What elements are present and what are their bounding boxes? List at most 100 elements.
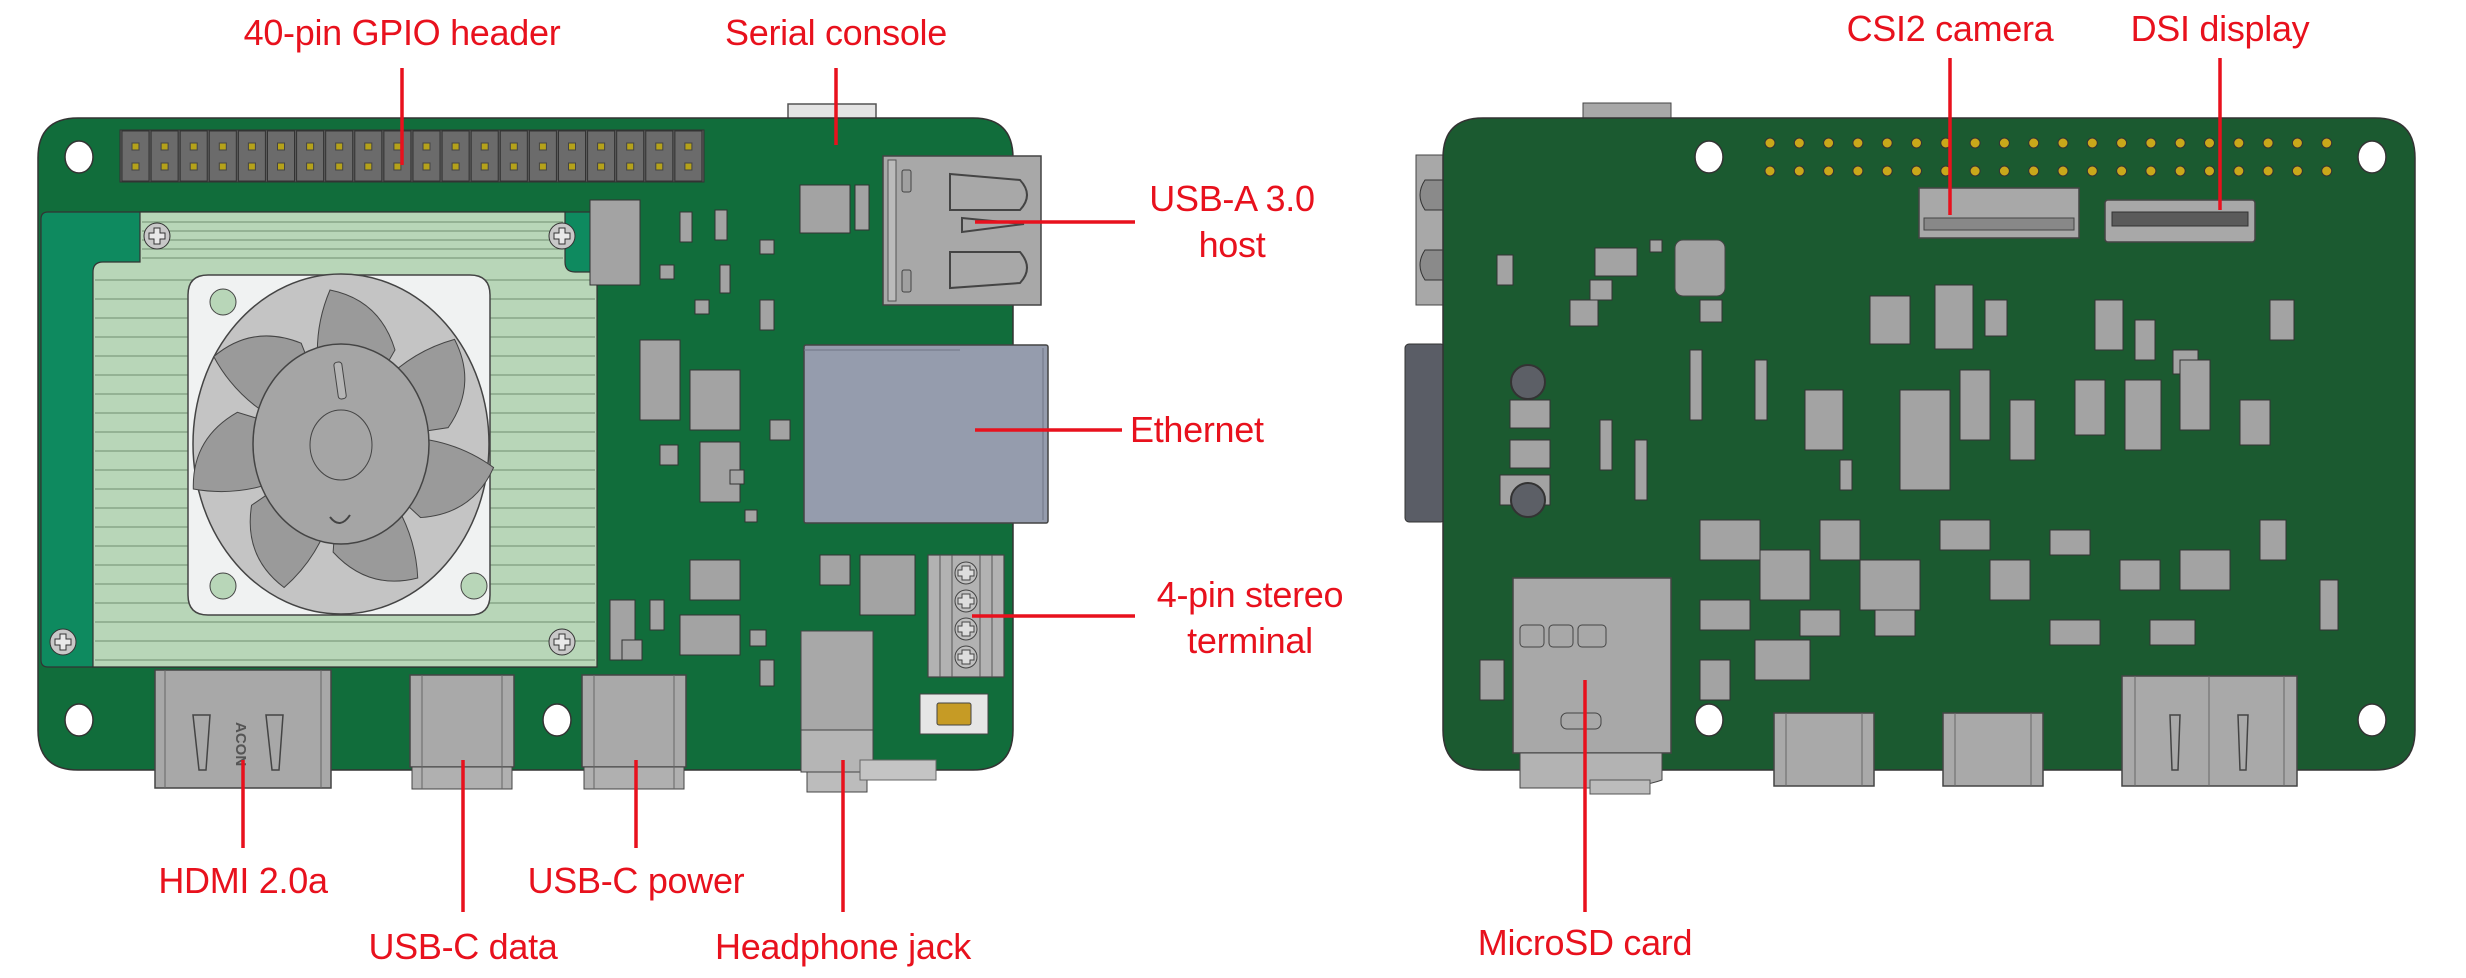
- smd-part: [649, 599, 665, 631]
- gpio-pad: [2145, 137, 2157, 149]
- smd-part: [1819, 519, 1861, 561]
- gpio-pin-block: [441, 130, 470, 182]
- smd-part: [749, 629, 767, 647]
- gpio-pad: [2233, 165, 2245, 177]
- gpio-pin-block: [383, 130, 412, 182]
- smd-part: [1839, 459, 1853, 491]
- gpio-pin: [335, 142, 344, 151]
- gpio-pin: [451, 162, 460, 171]
- smd-part: [2149, 619, 2196, 646]
- gpio-pin: [597, 162, 606, 171]
- callout-lines-top-view: [241, 68, 1135, 912]
- smd-part: [729, 469, 745, 485]
- gpio-pad: [1793, 165, 1805, 177]
- gpio-pin: [160, 162, 169, 171]
- tactile-button: [919, 693, 989, 735]
- smd-part: [1754, 359, 1768, 421]
- gpio-pin: [364, 162, 373, 171]
- smd-part: [1804, 389, 1844, 451]
- gpio-pad: [1881, 137, 1893, 149]
- gpio-pin-block: [179, 130, 208, 182]
- gpio-pad: [1793, 137, 1805, 149]
- smd-part: [1589, 279, 1613, 301]
- smd-part: [1649, 239, 1663, 253]
- smd-part: [2119, 559, 2161, 591]
- gpio-pin-block: [412, 130, 441, 182]
- terminal-screw-slot: [957, 621, 975, 637]
- label-usb-c-power: USB-C power: [527, 860, 745, 901]
- label-serial-console: Serial console: [725, 12, 947, 53]
- smd-part: [1509, 399, 1551, 429]
- label-gpio-header: 40-pin GPIO header: [243, 12, 561, 53]
- gpio-pin: [422, 162, 431, 171]
- smd-part: [1984, 299, 2008, 337]
- smd-part: [659, 264, 675, 280]
- gpio-pin-block: [587, 130, 616, 182]
- gpio-pin: [218, 162, 227, 171]
- smd-part: [589, 199, 641, 286]
- smd-part: [1959, 369, 1991, 441]
- gpio-pin: [422, 142, 431, 151]
- smd-part: [854, 184, 870, 231]
- smd-part: [2094, 299, 2124, 351]
- smd-part: [759, 299, 775, 331]
- smd-part: [1496, 254, 1514, 286]
- smd-part: [744, 509, 758, 523]
- gpio-pin: [538, 142, 547, 151]
- gpio-pad: [1998, 137, 2010, 149]
- smd-part: [2269, 299, 2295, 341]
- board-top-view: ACON: [37, 68, 1135, 912]
- smd-part: [659, 444, 679, 466]
- usb-c-connector-bottom-1: [1773, 712, 1875, 787]
- gpio-pad: [2116, 137, 2128, 149]
- label-stereo-terminal: 4-pin stereo terminal: [1132, 574, 1368, 662]
- terminal-screw-slot: [957, 593, 975, 609]
- label-dsi-display: DSI display: [2130, 8, 2310, 49]
- smd-part: [769, 419, 791, 441]
- usb-c-power-connector: [581, 674, 687, 790]
- smd-part: [2049, 529, 2091, 556]
- gpio-pin: [131, 162, 140, 171]
- smd-part: [2124, 379, 2162, 451]
- gpio-pad: [2057, 137, 2069, 149]
- gpio-pad: [1969, 137, 1981, 149]
- smd-part: [1754, 639, 1811, 681]
- gpio-pin: [393, 162, 402, 171]
- gpio-pin: [684, 142, 693, 151]
- gpio-pin-block: [267, 130, 295, 182]
- gpio-pad: [2086, 165, 2098, 177]
- smd-part: [759, 239, 775, 255]
- smd-part: [621, 639, 643, 661]
- gpio-pad: [1764, 137, 1776, 149]
- gpio-pin-block: [499, 130, 528, 182]
- smd-part: [799, 184, 851, 234]
- gpio-pin: [277, 162, 285, 171]
- smd-part: [639, 339, 681, 421]
- smd-part: [1699, 299, 1723, 323]
- gpio-pin-block: [616, 130, 645, 182]
- microsd-card-slot: [1512, 577, 1672, 795]
- mounting-holes-bottom: [1694, 140, 2387, 737]
- gpio-pin-block: [558, 130, 586, 182]
- smd-part: [1699, 599, 1751, 631]
- gpio-pin: [451, 142, 460, 151]
- smd-part: [694, 299, 710, 315]
- smd-part: [1869, 295, 1911, 345]
- smd-part: [1699, 519, 1761, 561]
- gpio-pin: [626, 162, 635, 171]
- smd-part: [2179, 359, 2211, 431]
- gpio-pad: [2262, 137, 2274, 149]
- smd-part: [2259, 519, 2287, 561]
- label-usb-a-host: USB-A 3.0 host: [1130, 178, 1334, 266]
- smd-part: [859, 554, 916, 616]
- gpio-pin: [247, 162, 256, 171]
- gpio-pin: [655, 162, 664, 171]
- gpio-pad: [2262, 165, 2274, 177]
- gpio-pad: [1852, 165, 1864, 177]
- gpio-pin: [364, 142, 373, 151]
- label-stereo-line2: terminal: [1187, 620, 1313, 661]
- gpio-pin: [393, 142, 402, 151]
- label-usb-c-data: USB-C data: [368, 926, 558, 967]
- gpio-pin: [480, 142, 489, 151]
